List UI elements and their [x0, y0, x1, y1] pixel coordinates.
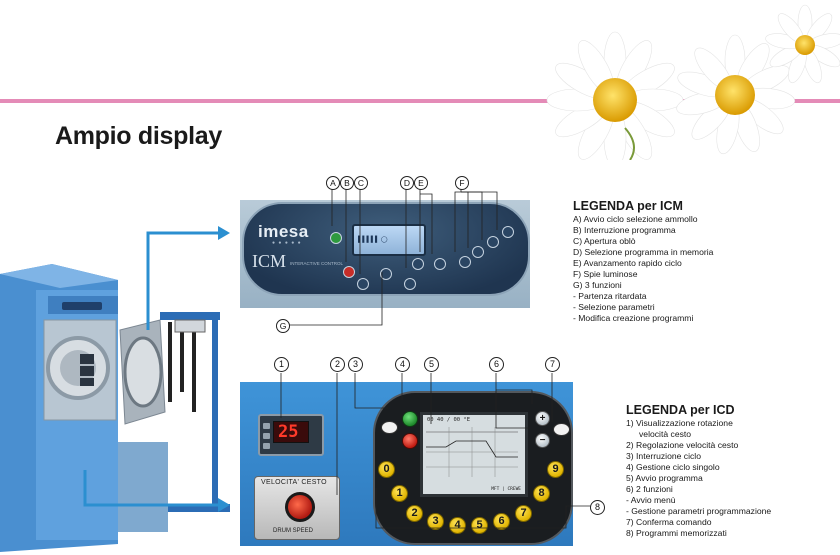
icm-indicator-light-3: [487, 236, 499, 248]
icm-control-panel: imesa ● ● ● ● ● ICM INTERACTIVE CONTROL …: [240, 200, 530, 308]
arrow-to-icd: [83, 470, 218, 507]
washing-machine-image: [0, 264, 230, 552]
icm-display-screen: ▌▌▌▌▌ ◯: [352, 224, 426, 256]
legend-icd-item: 5) Avvio programma: [626, 473, 703, 483]
arrow-to-icm: [146, 231, 218, 330]
program-key-1[interactable]: 1: [391, 485, 408, 502]
legend-icd-item: 4) Gestione ciclo singolo: [626, 462, 720, 472]
icm-brand-tagline: ● ● ● ● ●: [272, 240, 302, 246]
display-key-2[interactable]: [263, 433, 270, 439]
icm-brand-logo: imesa: [258, 222, 309, 241]
icd-keypad: 00 40 / 00 °E MFT | CREWE + − 0 1 2 3 4 …: [373, 391, 573, 545]
callout-g: G: [276, 319, 290, 333]
legend-icd-item: 1) Visualizzazione rotazione: [626, 418, 733, 428]
callout-3: 3: [348, 357, 363, 372]
icm-indicator-light-2: [472, 246, 484, 258]
lcd-menu-line: MFT | CREWE: [491, 487, 521, 492]
icm-program-select-button[interactable]: [404, 278, 416, 290]
legend-icd-item: 2) Regolazione velocità cesto: [626, 440, 739, 450]
icm-model-subtitle: INTERACTIVE CONTROL: [290, 261, 344, 266]
program-key-7[interactable]: 7: [515, 505, 532, 522]
drum-speed-value: 25: [278, 422, 299, 442]
program-key-3[interactable]: 3: [427, 513, 444, 530]
icm-start-soak-button[interactable]: [330, 232, 342, 244]
icm-model-name: ICM: [252, 251, 287, 271]
program-key-5[interactable]: 5: [471, 517, 488, 534]
legend-icm-title: LEGENDA per ICM: [573, 199, 683, 213]
icm-stop-program-button[interactable]: [343, 266, 355, 278]
program-key-4[interactable]: 4: [449, 517, 466, 534]
callout-d: D: [400, 176, 414, 190]
callout-6: 6: [489, 357, 504, 372]
legend-icd-item: 3) Interruzione ciclo: [626, 451, 701, 461]
drum-speed-knob-plate: VELOCITA' CESTO DRUM SPEED: [254, 476, 340, 540]
callout-c: C: [354, 176, 368, 190]
drum-speed-readout: 25: [273, 421, 309, 443]
minus-key[interactable]: −: [535, 433, 550, 448]
lcd-graph: [426, 427, 518, 477]
pink-divider: [0, 99, 840, 103]
callout-1: 1: [274, 357, 289, 372]
drum-speed-display: 25: [258, 414, 324, 456]
program-key-6[interactable]: 6: [493, 513, 510, 530]
icd-control-panel: 25 VELOCITA' CESTO DRUM SPEED 00 40 / 00…: [240, 382, 573, 546]
program-key-2[interactable]: 2: [406, 505, 423, 522]
callout-4: 4: [395, 357, 410, 372]
legend-icm-item: E) Avanzamento rapido ciclo: [573, 258, 682, 268]
legend-icd-item: - Gestione parametri programmazione: [626, 506, 772, 516]
program-key-9[interactable]: 9: [547, 461, 564, 478]
arrowhead-icd: [218, 498, 230, 512]
drum-speed-label: VELOCITA' CESTO: [261, 479, 327, 486]
drum-speed-knob[interactable]: [285, 492, 315, 522]
legend-icm-item: F) Spie luminose: [573, 269, 638, 279]
start-program-button[interactable]: [402, 433, 418, 449]
legend-icd-item: 7) Conferma comando: [626, 517, 712, 527]
legend-icm-item: G) 3 funzioni: [573, 280, 622, 290]
icm-door-open-button[interactable]: [357, 278, 369, 290]
callout-e: E: [414, 176, 428, 190]
callout-2: 2: [330, 357, 345, 372]
legend-icd-item: 6) 2 funzioni: [626, 484, 673, 494]
lcd-status-line: 00 40 / 00 °E: [427, 417, 471, 423]
confirm-key[interactable]: [553, 423, 570, 436]
legend-icm-item: A) Avvio ciclo selezione ammollo: [573, 214, 698, 224]
callout-b: B: [340, 176, 354, 190]
legend-icd-item: 8) Programmi memorizzati: [626, 528, 727, 538]
callout-7: 7: [545, 357, 560, 372]
single-cycle-button[interactable]: [402, 411, 418, 427]
legend-icd-item: velocità cesto: [639, 429, 692, 439]
icm-function-button[interactable]: [380, 268, 392, 280]
callout-8: 8: [590, 500, 605, 515]
icm-indicator-light-4: [502, 226, 514, 238]
icm-plus-button[interactable]: [434, 258, 446, 270]
legend-icd-item: - Avvio menù: [626, 495, 676, 505]
icd-lcd-screen: 00 40 / 00 °E MFT | CREWE: [420, 412, 528, 497]
icm-indicator-light-1: [459, 256, 471, 268]
page-title: Ampio display: [55, 122, 222, 150]
legend-icm-subitem: - Modifica creazione programmi: [573, 313, 694, 323]
legend-icm: LEGENDA per ICM A) Avvio ciclo selezione…: [573, 199, 713, 324]
callout-5: 5: [424, 357, 439, 372]
callout-a: A: [326, 176, 340, 190]
chamomile-flowers-image: [546, 4, 840, 160]
legend-icm-subitem: - Partenza ritardata: [573, 291, 647, 301]
callout-f: F: [455, 176, 469, 190]
display-key-1[interactable]: [263, 423, 270, 429]
legend-icm-item: B) Interruzione programma: [573, 225, 676, 235]
icm-minus-button[interactable]: [412, 258, 424, 270]
plus-key[interactable]: +: [535, 411, 550, 426]
legend-icd-title: LEGENDA per ICD: [626, 403, 735, 417]
legend-icm-item: D) Selezione programma in memoria: [573, 247, 714, 257]
legend-icd: LEGENDA per ICD 1) Visualizzazione rotaz…: [626, 403, 771, 539]
arrowhead-icm: [218, 226, 230, 240]
legend-icm-item: C) Apertura oblò: [573, 236, 636, 246]
drum-speed-label-en: DRUM SPEED: [273, 528, 314, 534]
legend-icm-subitem: - Selezione parametri: [573, 302, 655, 312]
program-key-0[interactable]: 0: [378, 461, 395, 478]
icm-display-text: ▌▌▌▌▌ ◯: [358, 237, 388, 243]
display-key-3[interactable]: [263, 443, 270, 449]
program-key-8[interactable]: 8: [533, 485, 550, 502]
stop-cycle-button[interactable]: [381, 421, 398, 434]
